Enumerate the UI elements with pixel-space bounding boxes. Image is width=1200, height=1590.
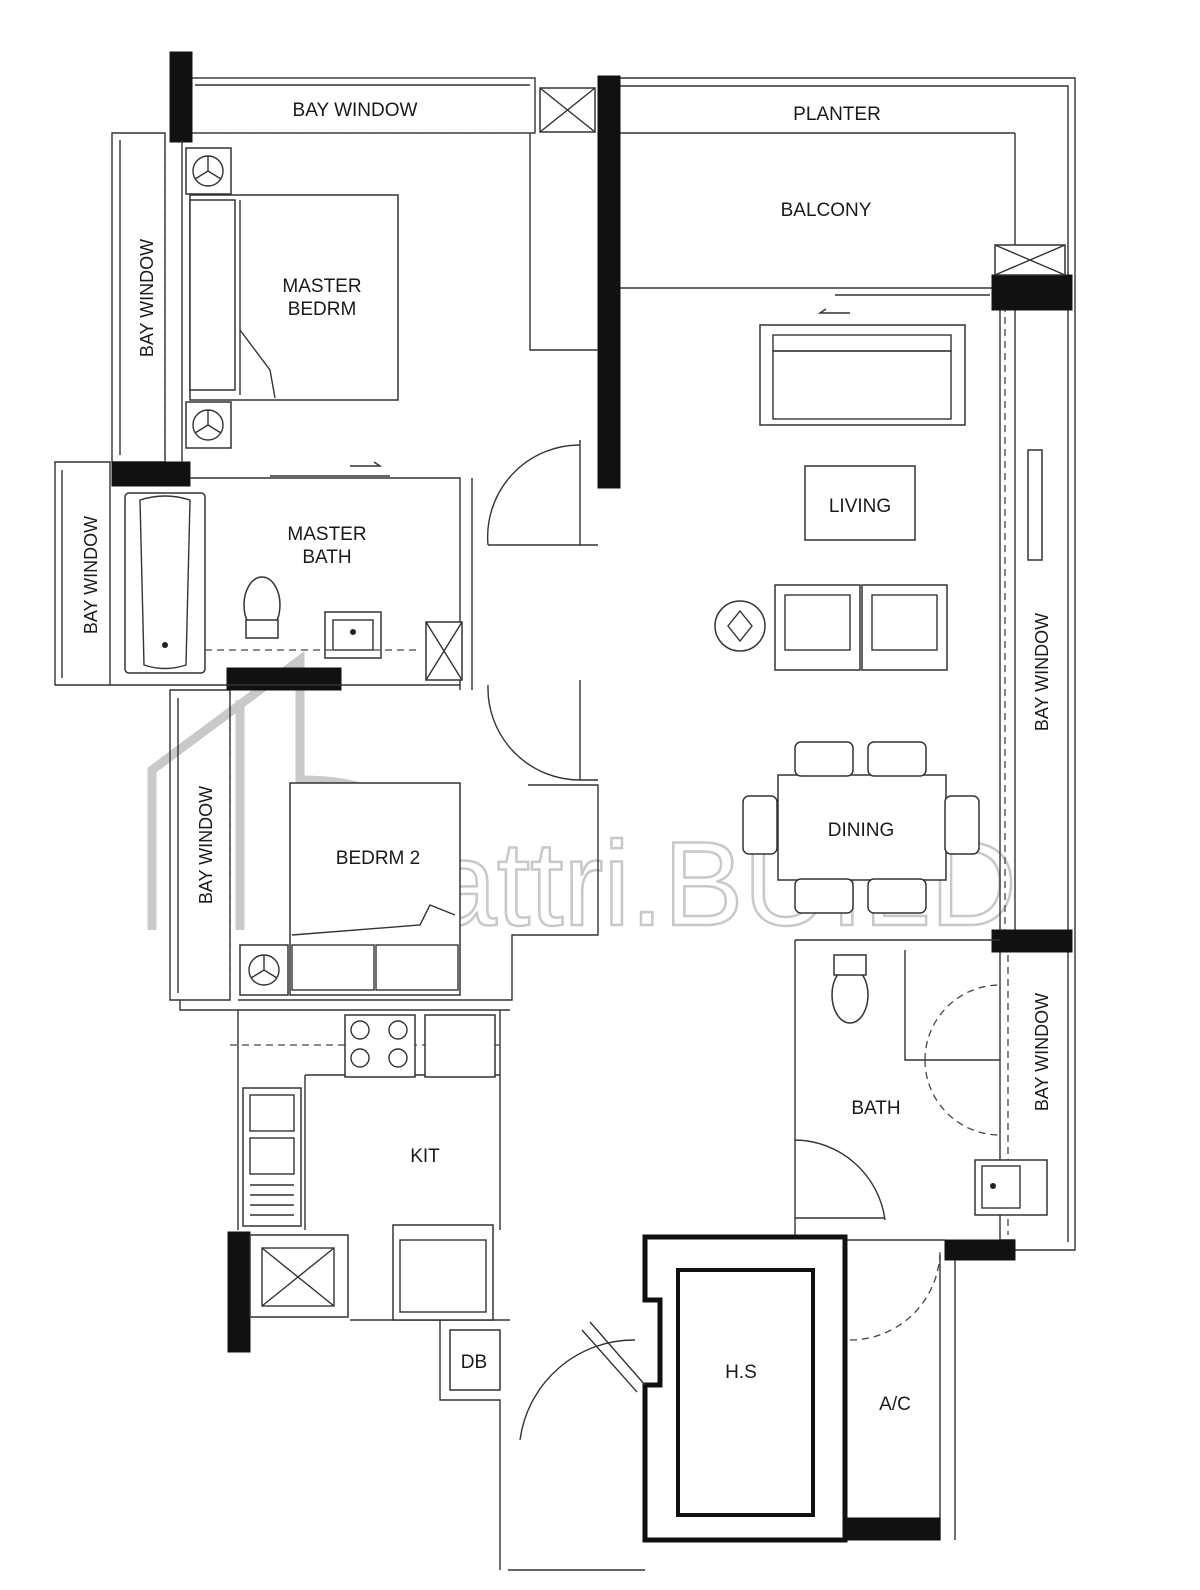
label-bedroom-2: BEDRM 2 xyxy=(336,848,420,869)
dining-set xyxy=(742,741,980,914)
label-bay-window-right: BAY WINDOW xyxy=(1032,613,1052,731)
lamp-icon xyxy=(185,401,232,449)
label-ac-ledge: A/C xyxy=(879,1394,911,1415)
fridge-icon xyxy=(392,1224,494,1321)
label-bay-window-bath-right: BAY WINDOW xyxy=(1032,993,1052,1111)
tv-icon xyxy=(1027,449,1043,561)
furniture xyxy=(124,87,1066,1391)
label-bay-window-bedrm2: BAY WINDOW xyxy=(196,786,216,904)
shaft-icon xyxy=(539,87,596,133)
label-household-shelter: H.S xyxy=(725,1362,757,1383)
coffee-table xyxy=(804,465,916,541)
toilet-icon xyxy=(243,576,281,639)
basin-icon xyxy=(324,611,382,659)
basin-icon xyxy=(974,1159,1048,1216)
lamp-icon xyxy=(185,147,232,195)
shaft-icon xyxy=(994,244,1066,276)
bathtub-icon xyxy=(124,492,206,674)
label-planter: PLANTER xyxy=(793,104,881,125)
label-master-bath-line1: MASTER xyxy=(287,524,366,545)
stove-icon xyxy=(344,1014,416,1078)
side-lamp-icon xyxy=(714,600,766,652)
shower-icon xyxy=(425,621,463,681)
room-labels: BAY WINDOW PLANTER BALCONY MASTER BEDRM … xyxy=(81,100,1052,1415)
label-bath: BATH xyxy=(851,1098,900,1119)
armchair xyxy=(861,584,948,671)
label-db: DB xyxy=(461,1352,487,1373)
outer-walls xyxy=(54,51,1076,1571)
distribution-board xyxy=(449,1329,501,1391)
oven xyxy=(424,1014,496,1078)
label-kitchen: KIT xyxy=(410,1146,440,1167)
label-dining: DINING xyxy=(828,820,895,841)
label-master-bedroom-line2: BEDRM xyxy=(288,299,357,320)
label-living: LIVING xyxy=(829,496,891,517)
label-balcony: BALCONY xyxy=(781,200,872,221)
sink-icon xyxy=(242,1087,302,1227)
armchair xyxy=(774,584,861,671)
label-bay-window-top: BAY WINDOW xyxy=(293,100,418,121)
toilet-icon xyxy=(831,954,869,1024)
label-bay-window-bath-left: BAY WINDOW xyxy=(81,516,101,634)
lamp-icon xyxy=(239,944,289,996)
label-master-bedroom-line1: MASTER xyxy=(282,276,361,297)
label-bay-window-master-left: BAY WINDOW xyxy=(137,239,157,357)
doors xyxy=(270,294,1001,1441)
household-shelter xyxy=(642,1234,941,1543)
sofa-icon xyxy=(759,324,966,426)
washing-machine-icon xyxy=(249,1234,349,1318)
label-master-bath-line2: BATH xyxy=(302,547,351,568)
